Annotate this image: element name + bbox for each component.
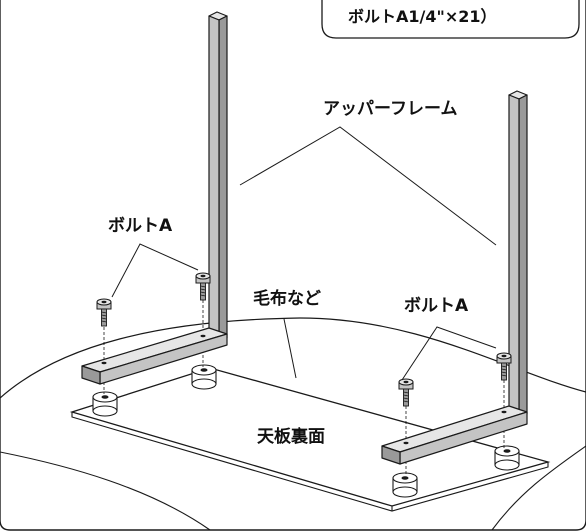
bolt-left-1 (96, 298, 112, 327)
callout-bubble (321, 0, 580, 39)
bolt-a-label-right: ボルトA (404, 296, 469, 316)
bolt-right-2 (496, 352, 512, 381)
blanket-label: 毛布など (253, 289, 321, 309)
nut-1 (92, 391, 118, 417)
bolt-a-label-left: ボルトA (108, 216, 173, 236)
tabletop-underside-label: 天板裏面 (257, 427, 325, 447)
tabletop (69, 367, 551, 512)
bolt-spec-callout: ボルトA1/4"×21） (348, 7, 497, 26)
blanket-fold-right (491, 445, 586, 531)
leader-lines (111, 126, 497, 381)
upper-frame-label: アッパーフレーム (323, 99, 458, 119)
bolt-right-1 (398, 378, 414, 407)
upper-frame-right (381, 90, 528, 465)
blanket-fold (0, 451, 211, 531)
nut-4 (392, 472, 418, 498)
nut-2 (191, 364, 217, 390)
nut-3 (494, 445, 520, 471)
bolt-left-2 (195, 272, 211, 301)
upper-frame-left (81, 11, 228, 385)
